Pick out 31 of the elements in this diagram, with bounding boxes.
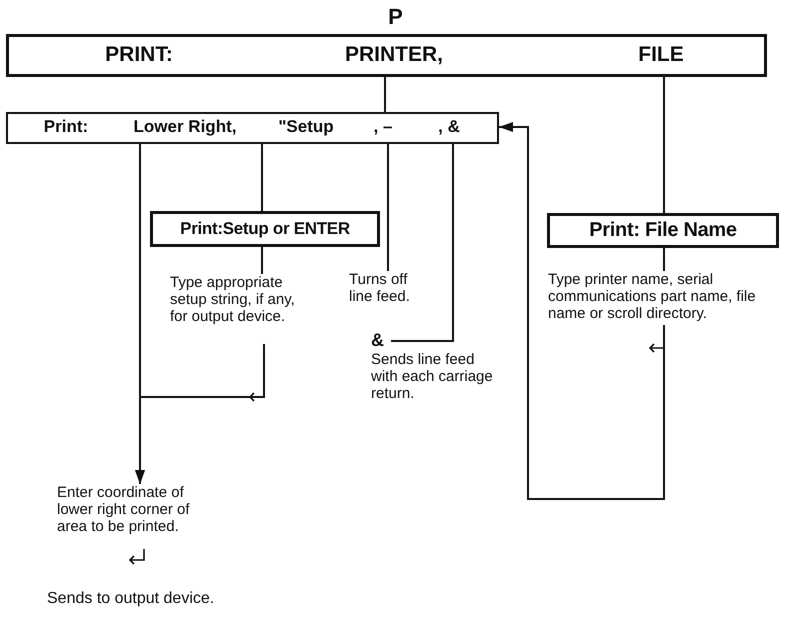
connector-line <box>387 144 389 271</box>
description-text: Enter coordinate of lower right corner of area to be printed. <box>57 484 217 538</box>
description-text: Type printer name, serial communications part name, file name or scroll directory. <box>548 271 776 325</box>
prompt-text: Print:Setup or ENTER <box>180 219 350 239</box>
connector-line <box>384 77 386 112</box>
prompt-text: Print: File Name <box>589 219 737 242</box>
symbol-text: & <box>371 330 384 350</box>
menu-option: PRINTER, <box>345 43 443 68</box>
prompt-bar <box>6 112 499 144</box>
prompt-field: Print: <box>44 117 88 138</box>
menu-option: PRINT: <box>105 43 173 68</box>
note-text: Sends to output device. <box>47 590 214 607</box>
connector-line <box>663 248 665 271</box>
arrow <box>499 122 665 500</box>
diagram-title: P <box>388 4 403 30</box>
connector-line <box>261 144 263 211</box>
description-text: Type appropriate setup string, if any, for output device. <box>170 274 305 344</box>
connector-line <box>261 247 263 274</box>
connector-line <box>663 77 665 213</box>
prompt-field: Lower Right, <box>134 117 236 138</box>
connector-line <box>391 144 454 342</box>
menu-option: FILE <box>638 43 684 68</box>
arrow <box>135 144 145 484</box>
description-text: Turns off line feed. <box>349 271 425 307</box>
prompt-field: , & <box>438 117 460 138</box>
prompt-box <box>547 213 779 248</box>
prompt-field: , – <box>374 117 392 138</box>
prompt-field: "Setup <box>278 117 334 138</box>
description-text: Sends line feed with each carriage return. <box>371 351 493 402</box>
prompt-box <box>150 211 380 247</box>
menu-bar <box>6 34 767 77</box>
